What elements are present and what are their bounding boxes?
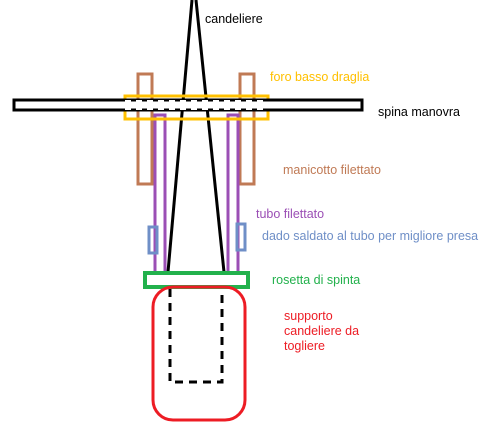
label-spina-manovra: spina manovra [378, 105, 460, 119]
rosetta-di-spinta [143, 271, 250, 289]
spina-manovra [12, 98, 364, 112]
supporto-candeliere [151, 285, 247, 422]
supporto-inner-dashed [168, 289, 224, 384]
dado-right [235, 222, 247, 252]
label-candeliere: candeliere [205, 12, 263, 26]
label-supporto-line3: togliere [284, 339, 325, 353]
label-manicotto-filettato: manicotto filettato [283, 163, 381, 177]
label-foro-basso-draglia: foro basso draglia [270, 70, 370, 84]
candeliere-shape [166, 0, 226, 273]
label-supporto-line1: supporto [284, 309, 333, 323]
label-dado-saldato: dado saldato al tubo per migliore presa [262, 229, 479, 243]
manicotto-left [136, 72, 154, 186]
label-tubo-filettato: tubo filettato [256, 207, 325, 221]
label-supporto-line2: candeliere da [284, 324, 360, 338]
dado-left [147, 225, 159, 255]
manicotto-right [238, 72, 256, 186]
label-rosetta-di-spinta: rosetta di spinta [272, 273, 361, 287]
